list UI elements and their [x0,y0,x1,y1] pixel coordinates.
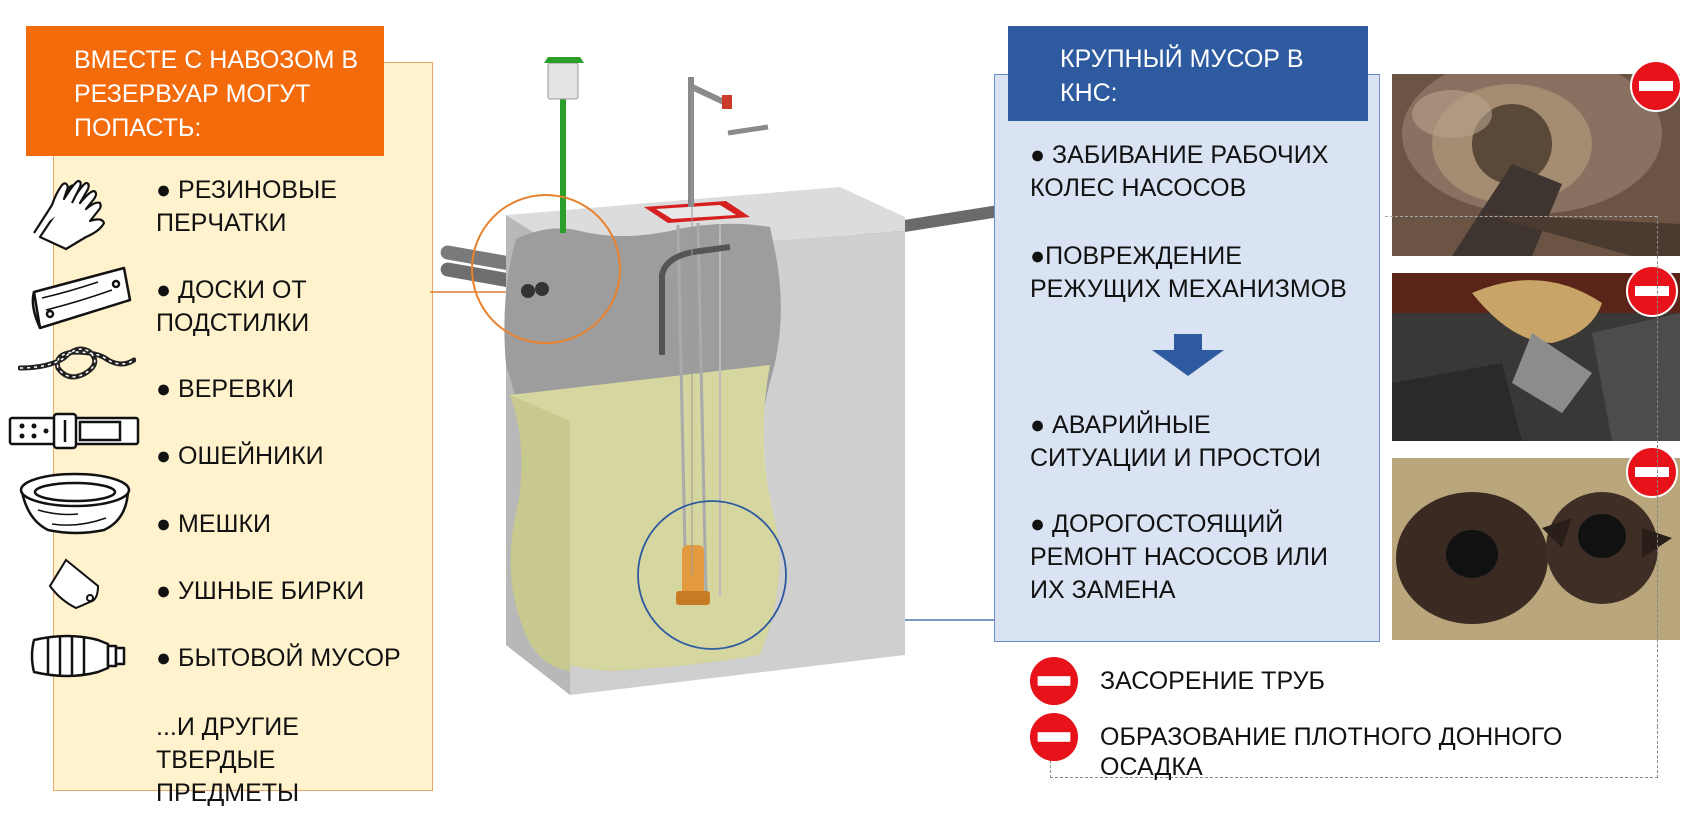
collar-icon [8,412,140,450]
left-panel-title: ВМЕСТЕ С НАВОЗОМ В РЕЗЕРВУАР МОГУТ ПОПАС… [26,26,384,156]
glove-icon [33,179,106,251]
right-item-cutter-damage: ●ПОВРЕЖДЕНИЕ РЕЖУЩИХ МЕХАНИЗМОВ [1030,242,1347,303]
right-item-emergencies: ● АВАРИЙНЫЕ СИТУАЦИИ И ПРОСТОИ [1030,411,1321,472]
photo-damaged-cutter [1392,273,1680,441]
no-entry-icon [1626,446,1678,498]
photo-clogged-shaft [1392,74,1680,256]
sack-icon [19,472,131,535]
left-item-collars: ● ОШЕЙНИКИ [156,442,324,470]
consequence-pipe-clogging: ЗАСОРЕНИЕ ТРУБ [1100,667,1325,695]
bottle-icon [30,634,126,678]
left-item-household-waste: ● БЫТОВОЙ МУСОР [156,644,401,672]
pump-station-tank [430,57,1050,695]
left-item-sacks: ● МЕШКИ [156,510,271,538]
arrow-down-icon [1152,334,1224,376]
left-item-gloves: ● РЕЗИНОВЫЕ ПЕРЧАТКИ [156,176,337,237]
left-item-other: ...И ДРУГИЕ ТВЕРДЫЕ ПРЕДМЕТЫ [156,713,300,807]
right-item-costly-repair: ● ДОРОГОСТОЯЩИЙ РЕМОНТ НАСОСОВ ИЛИ ИХ ЗА… [1030,510,1328,604]
right-item-clogging-impellers: ● ЗАБИВАНИЕ РАБОЧИХ КОЛЕС НАСОСОВ [1030,141,1329,202]
ear-tag-icon [48,558,100,610]
no-entry-icon [1029,656,1079,706]
left-item-ear-tags: ● УШНЫЕ БИРКИ [156,577,365,605]
dashed-connector-stub [1385,216,1657,218]
right-panel-title: КРУПНЫЙ МУСОР В КНС: [1008,26,1368,121]
board-icon [31,266,132,330]
no-entry-icon [1626,265,1678,317]
dashed-connector-line [1657,216,1659,727]
no-entry-icon [1630,60,1682,112]
left-item-boards: ● ДОСКИ ОТ ПОДСТИЛКИ [156,276,310,337]
consequence-sediment: ОБРАЗОВАНИЕ ПЛОТНОГО ДОННОГО ОСАДКА [1100,723,1563,781]
rope-icon [18,346,136,380]
no-entry-icon [1029,712,1079,762]
left-item-ropes: ● ВЕРЕВКИ [156,375,294,403]
